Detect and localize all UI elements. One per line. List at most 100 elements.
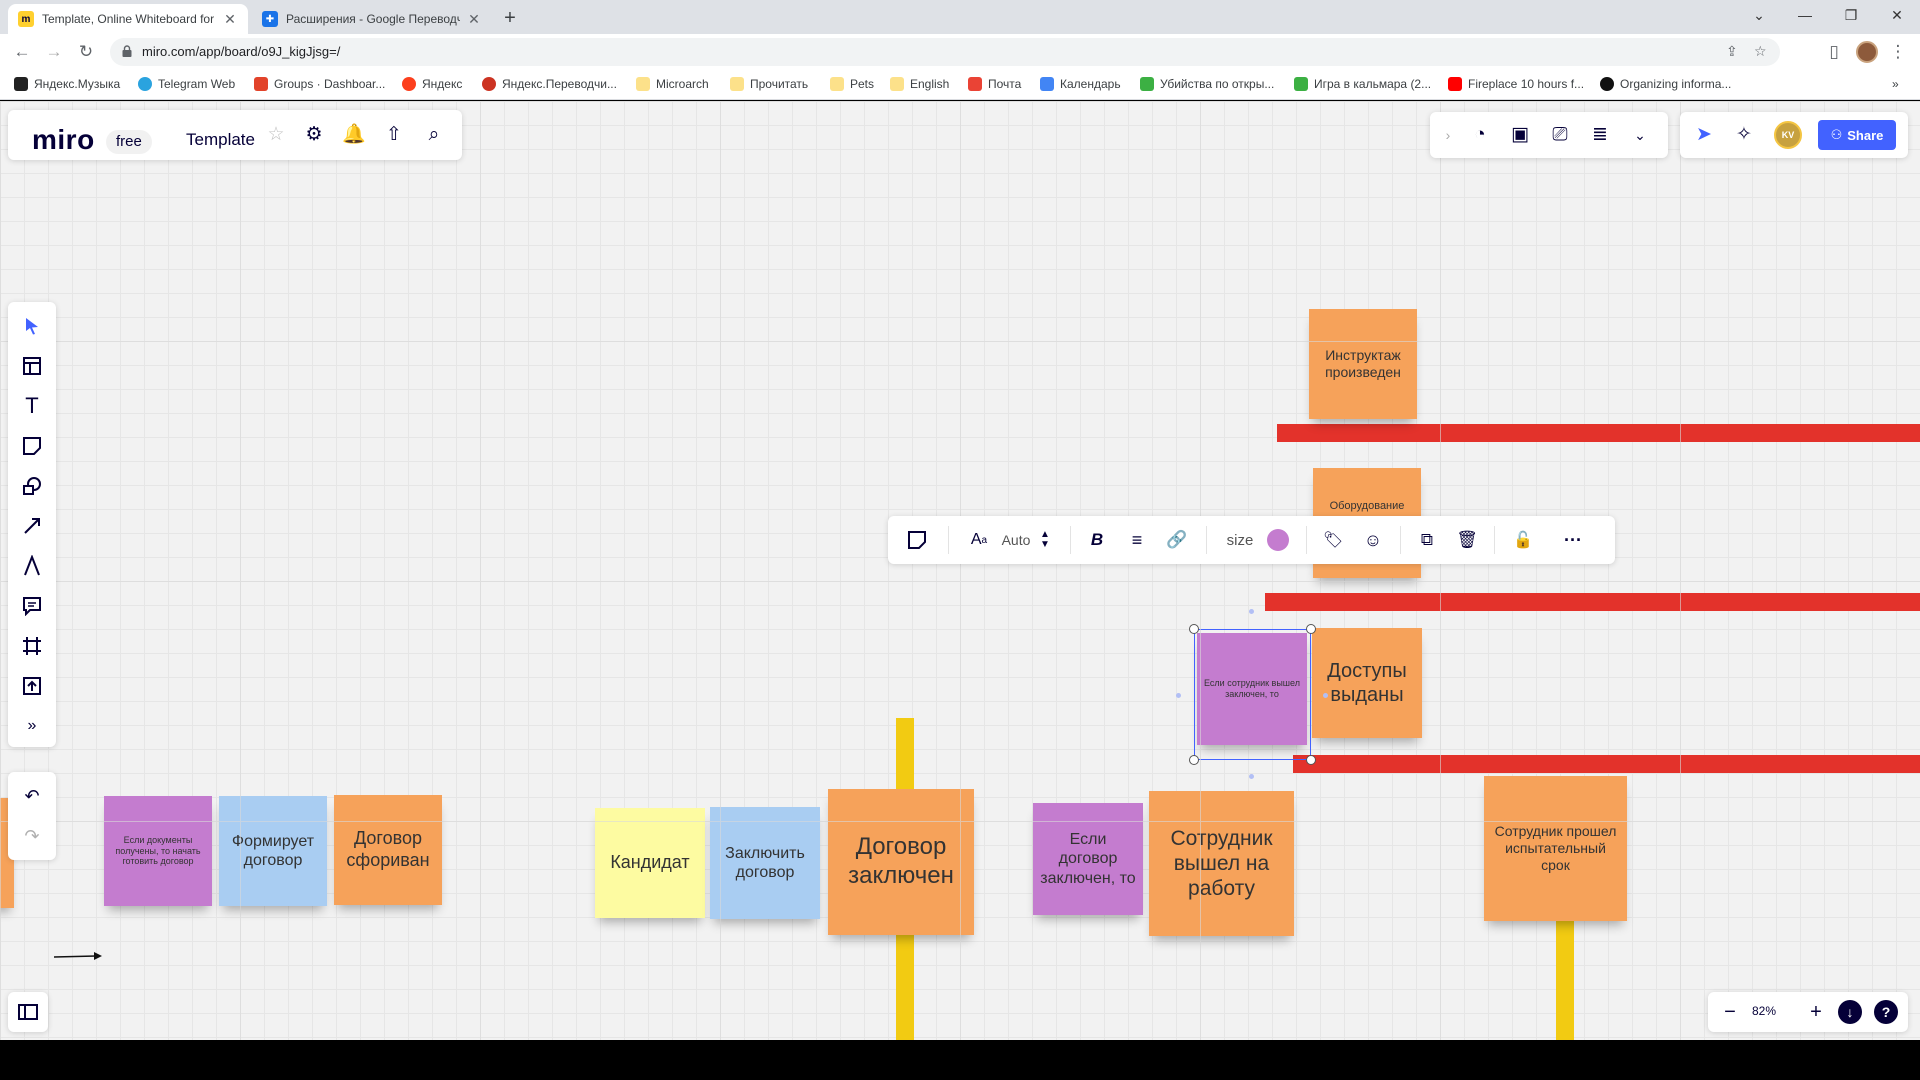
board-title[interactable]: Template bbox=[186, 130, 255, 149]
sticky-note[interactable]: Сотрудник вышел на работу bbox=[1149, 791, 1294, 936]
sticky-note[interactable]: Доступы выданы bbox=[1312, 628, 1422, 738]
bookmark-item[interactable]: Прочитать bbox=[730, 77, 808, 91]
board-panel-toggle[interactable] bbox=[8, 992, 48, 1032]
emoji-icon[interactable]: ☺ bbox=[1363, 529, 1383, 550]
select-cursor-icon[interactable] bbox=[18, 312, 46, 340]
bookmark-item[interactable]: Игра в кальмара (2... bbox=[1294, 77, 1431, 91]
pen-tool-icon[interactable] bbox=[18, 552, 46, 580]
back-icon[interactable]: ← bbox=[13, 42, 31, 61]
chevron-down-icon[interactable]: ⌄ bbox=[1634, 127, 1646, 143]
sticky-note[interactable]: Договор заключен bbox=[828, 789, 974, 935]
connector-arrow[interactable] bbox=[54, 951, 104, 963]
bookmark-item[interactable]: Groups · Dashboar... bbox=[254, 77, 385, 91]
cursor-icon[interactable]: ➤ bbox=[1696, 124, 1712, 145]
sticky-note[interactable]: Если договор заключен, то bbox=[1033, 803, 1143, 915]
font-size-value[interactable]: Auto bbox=[1001, 532, 1031, 548]
connection-point[interactable] bbox=[1323, 693, 1328, 698]
align-icon[interactable]: ≡ bbox=[1131, 529, 1143, 550]
tag-icon[interactable]: 🏷 bbox=[1322, 532, 1344, 549]
screen-share-icon[interactable]: ⎚ bbox=[1552, 124, 1568, 145]
templates-icon[interactable] bbox=[18, 352, 46, 380]
bookmark-item[interactable]: Почта bbox=[968, 77, 1021, 91]
redo-icon[interactable]: ↷ bbox=[24, 825, 40, 846]
red-line[interactable] bbox=[1277, 424, 1920, 442]
share-page-icon[interactable]: ⇪ bbox=[1726, 43, 1738, 59]
more-options-icon[interactable]: ··· bbox=[1564, 529, 1582, 550]
profile-avatar[interactable] bbox=[1856, 41, 1878, 63]
bookmark-item[interactable]: Fireplace 10 hours f... bbox=[1448, 77, 1584, 91]
connection-point[interactable] bbox=[1176, 693, 1181, 698]
bookmark-item[interactable]: Microarch bbox=[636, 77, 709, 91]
omnibox[interactable]: miro.com/app/board/o9J_kigJjsg=/ ☆ ⇪ bbox=[110, 38, 1780, 66]
tab-search-icon[interactable]: ⌄ bbox=[1753, 7, 1765, 23]
connection-point[interactable] bbox=[1249, 609, 1254, 614]
user-avatar[interactable]: KV bbox=[1774, 121, 1802, 149]
more-tools-icon[interactable]: » bbox=[27, 717, 37, 734]
upload-tool-icon[interactable] bbox=[18, 672, 46, 700]
bell-icon[interactable]: 🔔 bbox=[342, 124, 366, 145]
connection-point[interactable] bbox=[1249, 774, 1254, 779]
red-line[interactable] bbox=[1293, 755, 1920, 773]
share-button[interactable]: ⚇Share bbox=[1818, 120, 1896, 150]
video-chat-icon[interactable]: ▣ bbox=[1511, 124, 1529, 145]
resize-handle[interactable] bbox=[1189, 624, 1199, 634]
selection-box[interactable] bbox=[1194, 629, 1311, 760]
plan-badge[interactable]: free bbox=[106, 130, 152, 154]
sticky-note[interactable]: Сотрудник прошел испытательный срок bbox=[1484, 776, 1627, 921]
chevron-right-icon[interactable]: › bbox=[1445, 127, 1451, 143]
forward-icon[interactable]: → bbox=[45, 42, 63, 61]
lock-icon[interactable]: 🔓 bbox=[1513, 532, 1533, 549]
notes-icon[interactable]: ≣ bbox=[1592, 124, 1608, 145]
bookmark-item[interactable]: Календарь bbox=[1040, 77, 1121, 91]
side-panel-icon[interactable]: ▯ bbox=[1829, 42, 1839, 61]
maximize-button[interactable]: ❐ bbox=[1844, 7, 1858, 23]
bold-icon[interactable]: B bbox=[1090, 530, 1104, 549]
sticky-note[interactable]: Формирует договор bbox=[219, 796, 327, 906]
zoom-out-icon[interactable]: − bbox=[1724, 1001, 1736, 1023]
bookmark-item[interactable]: Яндекс bbox=[402, 77, 462, 91]
bookmark-item[interactable]: English bbox=[890, 77, 949, 91]
connection-line-icon[interactable] bbox=[18, 512, 46, 540]
sticky-note[interactable]: Договор сфориван bbox=[334, 795, 442, 905]
gear-icon[interactable]: ⚙ bbox=[305, 124, 323, 145]
sticky-note[interactable]: Если документы получены, то начать готов… bbox=[104, 796, 212, 906]
bookmark-item[interactable]: Telegram Web bbox=[138, 77, 235, 91]
search-icon[interactable]: ⌕ bbox=[428, 124, 440, 145]
sticky-note[interactable]: Кандидат bbox=[595, 808, 705, 918]
sticky-note[interactable]: Инструктаж произведен bbox=[1309, 309, 1417, 419]
bookmark-item[interactable]: Organizing informa... bbox=[1600, 77, 1731, 91]
trash-icon[interactable]: 🗑 bbox=[1456, 530, 1478, 549]
tab-extensions[interactable]: ✚ Расширения - Google Переводч ✕ bbox=[252, 4, 492, 34]
font-size-stepper-icon[interactable]: ▲▼ bbox=[1040, 529, 1050, 550]
bookmark-item[interactable]: Яндекс.Музыка bbox=[14, 77, 120, 91]
color-picker[interactable] bbox=[1266, 528, 1290, 552]
star-icon[interactable]: ☆ bbox=[267, 124, 285, 145]
bookmark-star-icon[interactable]: ☆ bbox=[1754, 43, 1767, 59]
zoom-in-icon[interactable]: + bbox=[1810, 1001, 1822, 1023]
close-window-button[interactable]: ✕ bbox=[1891, 7, 1903, 23]
sticky-note-type-icon[interactable] bbox=[904, 528, 930, 552]
reload-icon[interactable]: ↻ bbox=[78, 42, 94, 61]
timer-icon[interactable]: ◔ bbox=[1474, 124, 1486, 145]
celebrate-icon[interactable]: ✧ bbox=[1736, 124, 1752, 145]
resize-handle[interactable] bbox=[1306, 624, 1316, 634]
more-bookmarks-icon[interactable]: » bbox=[1892, 77, 1899, 91]
sticky-note-selected[interactable]: Если сотрудник вышел заключен, то bbox=[1197, 633, 1307, 745]
export-icon[interactable]: ⇧ bbox=[386, 124, 402, 145]
fit-screen-icon[interactable]: ↓ bbox=[1838, 1000, 1862, 1024]
close-tab-icon[interactable]: ✕ bbox=[224, 10, 236, 27]
link-icon[interactable]: 🔗 bbox=[1166, 530, 1188, 549]
red-line[interactable] bbox=[1265, 593, 1920, 611]
close-tab-icon[interactable]: ✕ bbox=[468, 10, 480, 27]
tab-miro[interactable]: m Template, Online Whiteboard for ✕ bbox=[8, 4, 248, 34]
menu-icon[interactable]: ⋮ bbox=[1889, 42, 1907, 61]
help-icon[interactable]: ? bbox=[1874, 1000, 1898, 1024]
size-label[interactable]: size bbox=[1226, 531, 1254, 549]
new-tab-button[interactable]: + bbox=[504, 7, 516, 29]
undo-icon[interactable]: ↶ bbox=[24, 785, 40, 806]
comment-tool-icon[interactable] bbox=[18, 592, 46, 620]
zoom-level[interactable]: 82% bbox=[1752, 1004, 1777, 1018]
miro-logo[interactable]: miro bbox=[32, 124, 95, 155]
whiteboard-canvas[interactable]: Инструктаж произведен Оборудование Досту… bbox=[0, 101, 1920, 1040]
minimize-button[interactable]: — bbox=[1798, 7, 1812, 23]
